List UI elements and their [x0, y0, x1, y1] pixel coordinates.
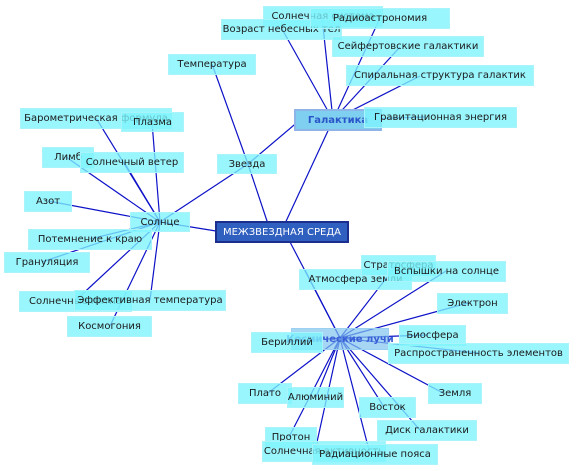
node-effective-temperature[interactable]: Эффективная температура — [74, 290, 226, 311]
node-radioastronomy[interactable]: Радиоастрономия — [310, 8, 450, 29]
link-root-star — [247, 163, 271, 231]
link-cosmic-flares — [339, 270, 447, 339]
node-element-abundance[interactable]: Распространенность элементов — [388, 343, 569, 364]
node-radiation-belts[interactable]: Радиационные пояса — [312, 444, 438, 465]
node-granulation[interactable]: Грануляция — [4, 252, 90, 273]
node-plasma[interactable]: Плазма — [121, 112, 184, 132]
node-solar-flares[interactable]: Вспышки на солнце — [387, 261, 506, 282]
node-vostok[interactable]: Восток — [359, 397, 416, 418]
node-temperature[interactable]: Температура — [168, 54, 256, 75]
node-gravitational-energy[interactable]: Гравитационная энергия — [364, 107, 517, 128]
node-earth[interactable]: Земля — [428, 383, 482, 404]
link-galaxy-age — [281, 28, 334, 121]
node-galactic-disk[interactable]: Диск галактики — [377, 420, 477, 441]
node-limb-darkening[interactable]: Потемнение к краю — [28, 229, 152, 250]
node-plateau[interactable]: Плато — [238, 383, 292, 404]
hub-sun[interactable]: Солнце — [130, 212, 190, 232]
node-electron[interactable]: Электрон — [437, 293, 508, 314]
node-cosmogony[interactable]: Космогония — [67, 316, 152, 337]
link-star-temperature — [211, 63, 249, 165]
node-beryllium[interactable]: Бериллий — [251, 332, 323, 353]
root-node[interactable]: МЕЖЗВЕЗДНАЯ СРЕДА — [215, 221, 349, 243]
link-cosmic-belts — [339, 337, 371, 455]
link-sun-eff-temp — [149, 221, 161, 301]
node-aluminium[interactable]: Алюминий — [287, 387, 344, 408]
node-solar-wind[interactable]: Солнечный ветер — [80, 152, 184, 173]
link-root-galaxy — [281, 119, 334, 231]
hub-star[interactable]: Звезда — [217, 154, 277, 174]
node-nitrogen[interactable]: Азот — [24, 191, 72, 212]
node-seyfert-galaxies[interactable]: Сейфертовские галактики — [332, 36, 484, 57]
node-spiral-structure[interactable]: Спиральная структура галактик — [346, 65, 534, 86]
